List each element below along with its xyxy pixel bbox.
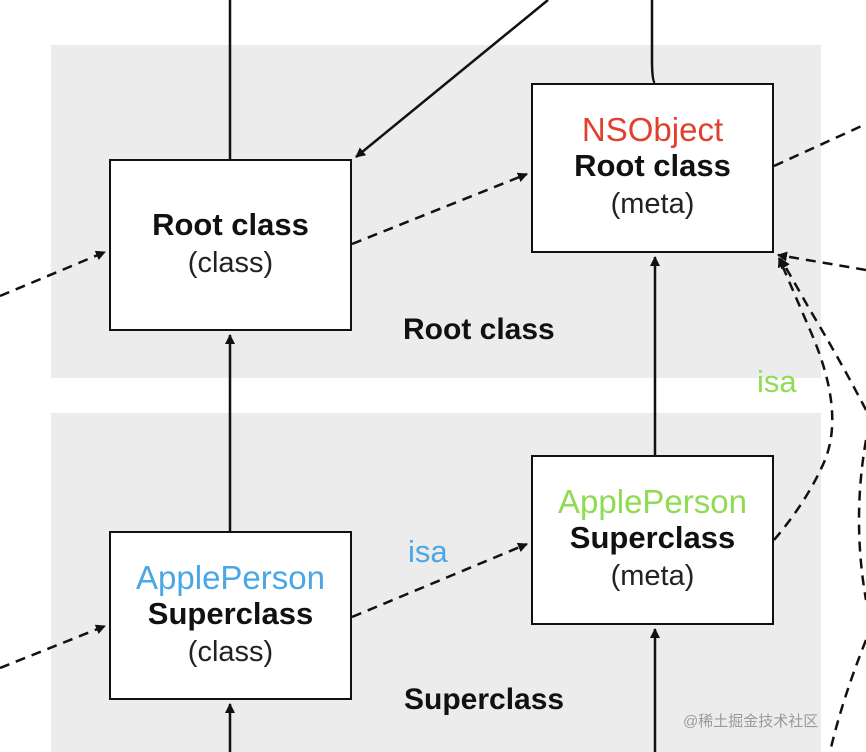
line-top-into-root-meta (650, 0, 656, 85)
isa-label-root: isa (757, 364, 797, 399)
isa-root-meta-out-right (773, 122, 866, 168)
isa-far-right-lower (857, 439, 866, 601)
apple-person-meta-label: ApplePerson (558, 483, 747, 520)
isa-far-right-curve-to-root-meta (779, 258, 866, 411)
root-class-title: Root class (152, 207, 309, 242)
isa-root-class-to-root-meta (351, 172, 528, 246)
superclass-meta-title: Superclass (569, 520, 736, 555)
isa-left-into-super-class (0, 624, 106, 670)
isa-left-into-root-class (0, 250, 106, 298)
isa-far-right-bottom (828, 639, 866, 752)
isa-label-superclass: isa (408, 534, 448, 569)
nsobject-label: NSObject (581, 111, 724, 148)
superclass-meta-box: ApplePerson Superclass (meta) (531, 455, 774, 625)
root-meta-box: NSObject Root class (meta) (531, 83, 774, 253)
watermark: @稀土掘金技术社区 (683, 713, 819, 730)
isa-right-into-root-meta (777, 251, 866, 272)
superclass-class-subtitle: (class) (187, 635, 274, 668)
superclass-class-box: ApplePerson Superclass (class) (109, 531, 352, 700)
apple-person-class-label: ApplePerson (136, 558, 325, 596)
root-class-box: Root class (class) (109, 159, 352, 331)
isa-super-meta-to-root-meta (773, 257, 834, 541)
superclass-class-title: Superclass (147, 595, 314, 631)
root-meta-title: Root class (574, 148, 731, 183)
root-meta-subtitle: (meta) (610, 188, 695, 220)
superclass-meta-subtitle: (meta) (610, 560, 695, 592)
root-class-band-label: Root class (403, 313, 555, 346)
line-root-meta-to-root-class (355, 0, 549, 158)
root-class-subtitle: (class) (187, 247, 274, 279)
isa-super-class-to-super-meta (351, 542, 528, 619)
superclass-band-label: Superclass (404, 683, 565, 716)
